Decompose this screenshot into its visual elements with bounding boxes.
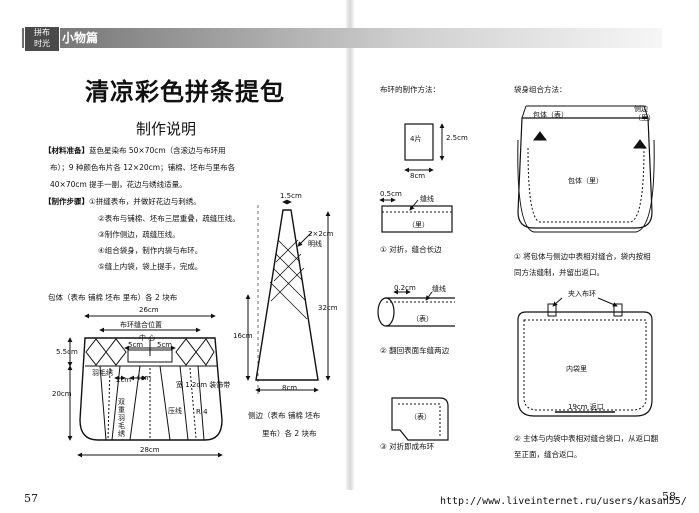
fold-inside-label: （里）: [408, 221, 429, 229]
ring-height-label: 2.5cm: [446, 134, 468, 142]
bag-step2-caption-1: ② 主体与内袋中表相对缝合袋口，从返口翻: [514, 434, 659, 443]
gap-4-label: 4cm: [136, 374, 152, 382]
bag-step2-caption-2: 至正面，缝合返口。: [514, 450, 582, 459]
page-number-right: 58: [662, 490, 676, 503]
materials-text2: 布）；9 种颜色布片各 12×20cm；铺棉、坯布与里布各: [50, 163, 236, 172]
page-number-left: 57: [24, 492, 38, 505]
bottom-width-label: 28cm: [140, 446, 160, 454]
body-outer-label: 包体（表）: [533, 111, 568, 119]
source-url[interactable]: http://www.liveinternet.ru/users/kasan55…: [440, 496, 687, 507]
header-tag-line2: 时光: [34, 39, 50, 48]
bag-heading: 袋身组合方法：: [514, 85, 567, 94]
page-title: 清凉彩色拼条提包: [85, 78, 285, 106]
side-left-height-label: 16cm: [233, 332, 253, 340]
top-height-label: 5.5cm: [56, 348, 78, 356]
steps-label-text: 【制作步骤】: [44, 197, 89, 206]
center-label: 中 心: [139, 334, 156, 342]
ring-in-label: 夹入布环: [568, 290, 596, 298]
page-subtitle: 制作说明: [136, 120, 197, 138]
side-caption-1: 侧边（表布 铺棉 坯布: [248, 411, 321, 420]
body-caption: 包体（表布 铺棉 坯布 里布）各 2 块布: [48, 293, 178, 302]
step-4: ④组合袋身，制作内袋与布环。: [98, 246, 203, 255]
ring-diagrams: [377, 123, 455, 441]
ring-heading: 布环的制作方法：: [380, 85, 440, 94]
turn-stitch-label: 缝线: [432, 285, 446, 293]
ring-step1-caption: ① 对折，缝合长边: [380, 245, 442, 254]
double-feather-label: 双 重 羽 毛 绣: [118, 398, 125, 438]
steps-label: 【制作步骤】①拼缝表布，并做好花边与刺绣。: [44, 196, 201, 207]
book-spine: [346, 0, 354, 490]
body-inner-label: 包体（里）: [568, 177, 603, 185]
lace-label: 宽 1.2cm 装饰带: [176, 381, 231, 389]
bag-step1-caption-2: 同方法缝制，并留出返口。: [514, 268, 604, 277]
corner-radius-label: R 4: [196, 408, 208, 416]
press-line-label: 压线: [168, 407, 182, 415]
ring-step3-caption: ③ 对折即成布环: [380, 442, 435, 451]
materials-text1: 蓝色星染布 50×70cm（含滚边与布环用: [89, 146, 226, 155]
materials-line1: 【材料准备】蓝色星染布 50×70cm（含滚边与布环用: [44, 145, 226, 156]
bag-step1-caption-1: ① 将包体与侧边中表相对缝合，袋内按相: [514, 252, 651, 261]
gap-2-label: 2cm: [116, 376, 132, 384]
turn-outside-label: （表）: [412, 315, 433, 323]
side-bottom-label: 8cm: [282, 384, 298, 392]
side-grid-label: 2×2cm: [308, 230, 334, 238]
ring-count-label: 4片: [410, 135, 422, 143]
side-label: 侧边: [634, 105, 648, 113]
double-feather-char5: 绣: [118, 430, 125, 438]
fold-stitch-label: 缝线: [420, 195, 434, 203]
step-2: ②表布与铺棉、坯布三层重叠，疏缝压线。: [98, 214, 240, 223]
side-caption-2: 里布）各 2 块布: [262, 429, 317, 438]
materials-label: 【材料准备】: [44, 146, 89, 155]
header-tag-line1: 拼布: [34, 28, 50, 37]
ring-step2-caption: ② 翻回表面车缝两边: [380, 346, 450, 355]
half-left-label: 5cm: [128, 341, 144, 349]
side-top-label: 1.5cm: [280, 192, 302, 200]
double-feather-char4: 毛: [118, 422, 125, 430]
step-5: ⑤缝上内袋，袋上提手，完成。: [98, 262, 203, 271]
lining-label: 内袋里: [566, 365, 587, 373]
fold-seam-allowance: 0.5cm: [380, 190, 402, 198]
loop-outside-label: （表）: [410, 413, 431, 421]
half-right-label: 5cm: [157, 341, 173, 349]
side-inner-label: （里）: [634, 114, 655, 122]
body-height-label: 20cm: [52, 390, 72, 398]
opening-label: 19cm 返口: [568, 403, 604, 411]
double-feather-char3: 羽: [118, 414, 125, 422]
dim-top-width: 26cm: [139, 306, 159, 314]
ring-width-label: 8cm: [410, 172, 426, 180]
materials-text3: 40×70cm 提手一副，花边与绣线适量。: [50, 180, 187, 189]
double-feather-char1: 双: [118, 398, 125, 406]
header-bar: [22, 28, 662, 48]
feather-stitch-label: 羽毛绣: [92, 369, 113, 377]
side-panel-diagram: [245, 199, 331, 395]
body-panel-diagram: [67, 313, 223, 458]
step-3: ③制作侧边，疏缝压线。: [98, 230, 180, 239]
side-grid-line-label: 明线: [308, 240, 322, 248]
double-feather-char2: 重: [118, 406, 125, 414]
ring-position-label: 布环缝合位置: [120, 321, 162, 329]
bag-diagrams: [517, 105, 655, 417]
turn-seam-allowance: 0.2cm: [394, 284, 416, 292]
step-1: ①拼缝表布，并做好花边与刺绣。: [89, 197, 201, 206]
side-right-height-label: 32cm: [318, 304, 338, 312]
header-section: 小物篇: [62, 31, 99, 45]
header-tag: 拼布 时光: [24, 26, 60, 52]
